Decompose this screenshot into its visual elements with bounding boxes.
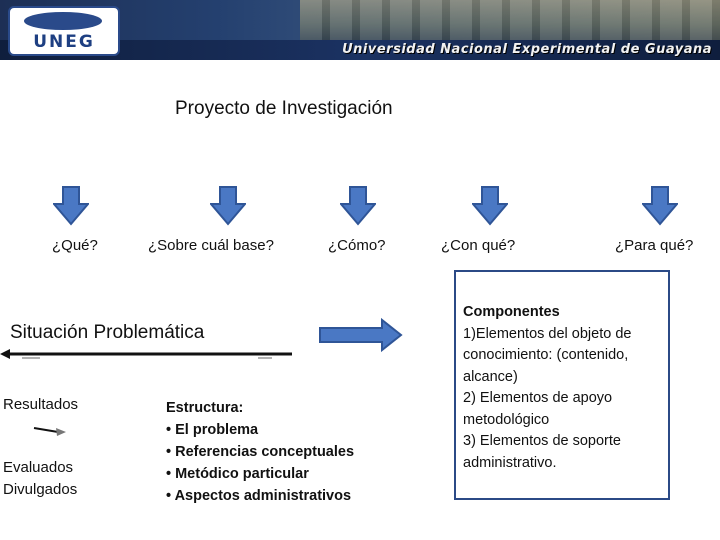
term-resultados: Resultados [3, 396, 78, 413]
estructura-list: Estructura: • El problema • Referencias … [166, 397, 354, 507]
estructura-item: • Aspectos administrativos [166, 485, 354, 507]
componentes-line: alcance) [463, 367, 668, 389]
right-arrow-icon [320, 320, 401, 350]
small-arrow-head [56, 428, 66, 436]
componentes-line: 1)Elementos del objeto de [463, 324, 668, 346]
estructura-item: • Referencias conceptuales [166, 441, 354, 463]
componentes-heading: Componentes [463, 302, 668, 324]
componentes-line: metodológico [463, 410, 668, 432]
componentes-text: Componentes 1)Elementos del objeto de co… [463, 302, 668, 474]
estructura-item: • Metódico particular [166, 463, 354, 485]
componentes-line: conocimiento: (contenido, [463, 345, 668, 367]
estructura-item: • El problema [166, 419, 354, 441]
term-evaluados: Evaluados [3, 459, 73, 476]
componentes-line: 3) Elementos de soporte [463, 431, 668, 453]
componentes-line: administrativo. [463, 453, 668, 475]
estructura-heading: Estructura: [166, 397, 354, 419]
small-arrow-icon [34, 428, 58, 432]
term-divulgados: Divulgados [3, 481, 77, 498]
componentes-line: 2) Elementos de apoyo [463, 388, 668, 410]
left-tip-icon [0, 349, 10, 359]
